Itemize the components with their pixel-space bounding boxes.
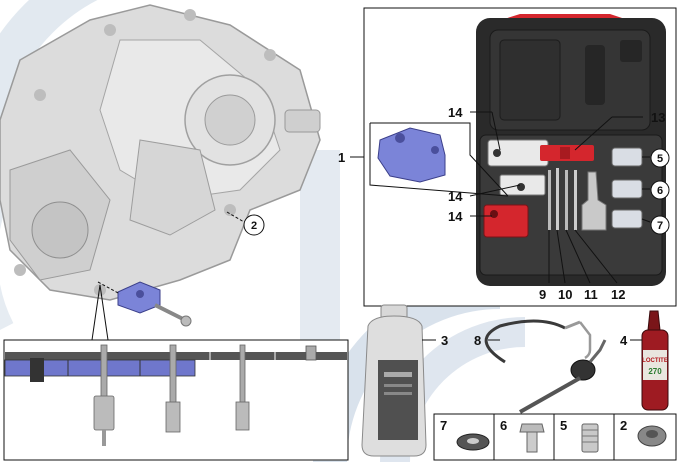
transfer-case-housing (0, 4, 321, 301)
parts-row-5: 5 (560, 418, 567, 433)
callout-6: 6 (650, 180, 670, 200)
callout-2-label: 2 (251, 220, 257, 232)
parts-row-6: 6 (500, 418, 507, 433)
callout-14-top: 14 (448, 105, 463, 120)
svg-text:7: 7 (657, 220, 663, 232)
callout-11: 11 (584, 287, 598, 302)
oil-bottle (361, 304, 436, 457)
callout-1: 1 (338, 150, 345, 165)
callout-10: 10 (558, 287, 572, 302)
callout-12: 12 (611, 287, 625, 302)
parts-row-7: 7 (440, 418, 447, 433)
parts-row-2: 2 (620, 418, 627, 433)
callout-13: 13 (651, 110, 665, 125)
callout-3: 3 (441, 333, 448, 348)
oil-extraction-pump (484, 319, 607, 414)
svg-text:6: 6 (657, 185, 663, 197)
callout-9: 9 (539, 287, 546, 302)
callout-14-bottom: 14 (448, 209, 463, 224)
small-parts-panel: 7 6 5 2 (433, 413, 677, 461)
svg-text:5: 5 (657, 153, 663, 165)
bracket-zoom-inset (369, 122, 509, 197)
callout-7: 7 (650, 215, 670, 235)
loctite-brand-label: LOCTITE (642, 358, 668, 364)
loctite-bottle: LOCTITE 270 (630, 310, 669, 411)
callout-4: 4 (620, 333, 628, 348)
blue-bracket-installed (117, 281, 192, 327)
loctite-number-label: 270 (648, 367, 662, 376)
callout-8: 8 (474, 333, 481, 348)
section-view-panel (3, 281, 349, 461)
callout-2: 2 (226, 211, 265, 236)
case-callout-leaders (350, 111, 651, 284)
callout-14-middle: 14 (448, 189, 463, 204)
callout-5: 5 (650, 148, 670, 168)
